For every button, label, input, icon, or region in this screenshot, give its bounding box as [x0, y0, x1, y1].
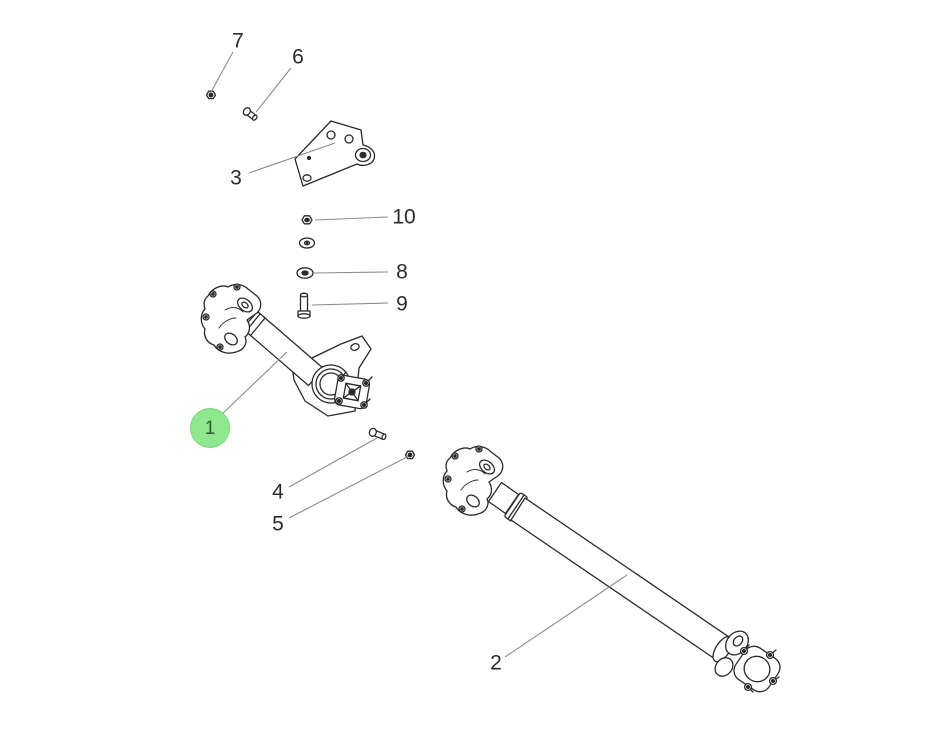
drive-shaft-2-drawing: [442, 445, 781, 693]
nut-5-drawing: [404, 450, 416, 460]
leader-line: [220, 351, 288, 416]
callout-6: 6: [292, 45, 304, 69]
callout-10: 10: [392, 205, 416, 229]
bolt-6-drawing: [242, 107, 258, 121]
drive-shaft-1-drawing: [200, 283, 373, 417]
leader-line: [210, 51, 234, 93]
bracket-3-drawing: [294, 120, 376, 187]
washer-8-drawing: [296, 267, 314, 279]
leader-line: [313, 271, 389, 274]
callout-3: 3: [230, 166, 242, 190]
leader-line: [311, 302, 389, 306]
nut-10-drawing: [301, 215, 313, 225]
bolt-4-drawing: [368, 427, 387, 441]
callout-5: 5: [272, 512, 284, 536]
bolt-9-drawing: [297, 292, 311, 319]
callout-9: 9: [396, 292, 408, 316]
leader-line: [288, 437, 378, 488]
callout-8: 8: [396, 260, 408, 284]
part-1-highlight-marker[interactable]: 1: [190, 408, 230, 448]
leader-line: [288, 456, 408, 519]
leader-line: [504, 574, 628, 658]
nut-7-drawing: [205, 90, 217, 100]
callout-7: 7: [232, 29, 244, 53]
callout-4: 4: [272, 480, 284, 504]
washer-plain-drawing: [298, 237, 316, 249]
leader-lines: [210, 51, 628, 658]
leader-line: [255, 67, 292, 113]
leader-line: [248, 142, 336, 174]
leader-line: [314, 216, 389, 221]
callout-2: 2: [490, 651, 502, 675]
